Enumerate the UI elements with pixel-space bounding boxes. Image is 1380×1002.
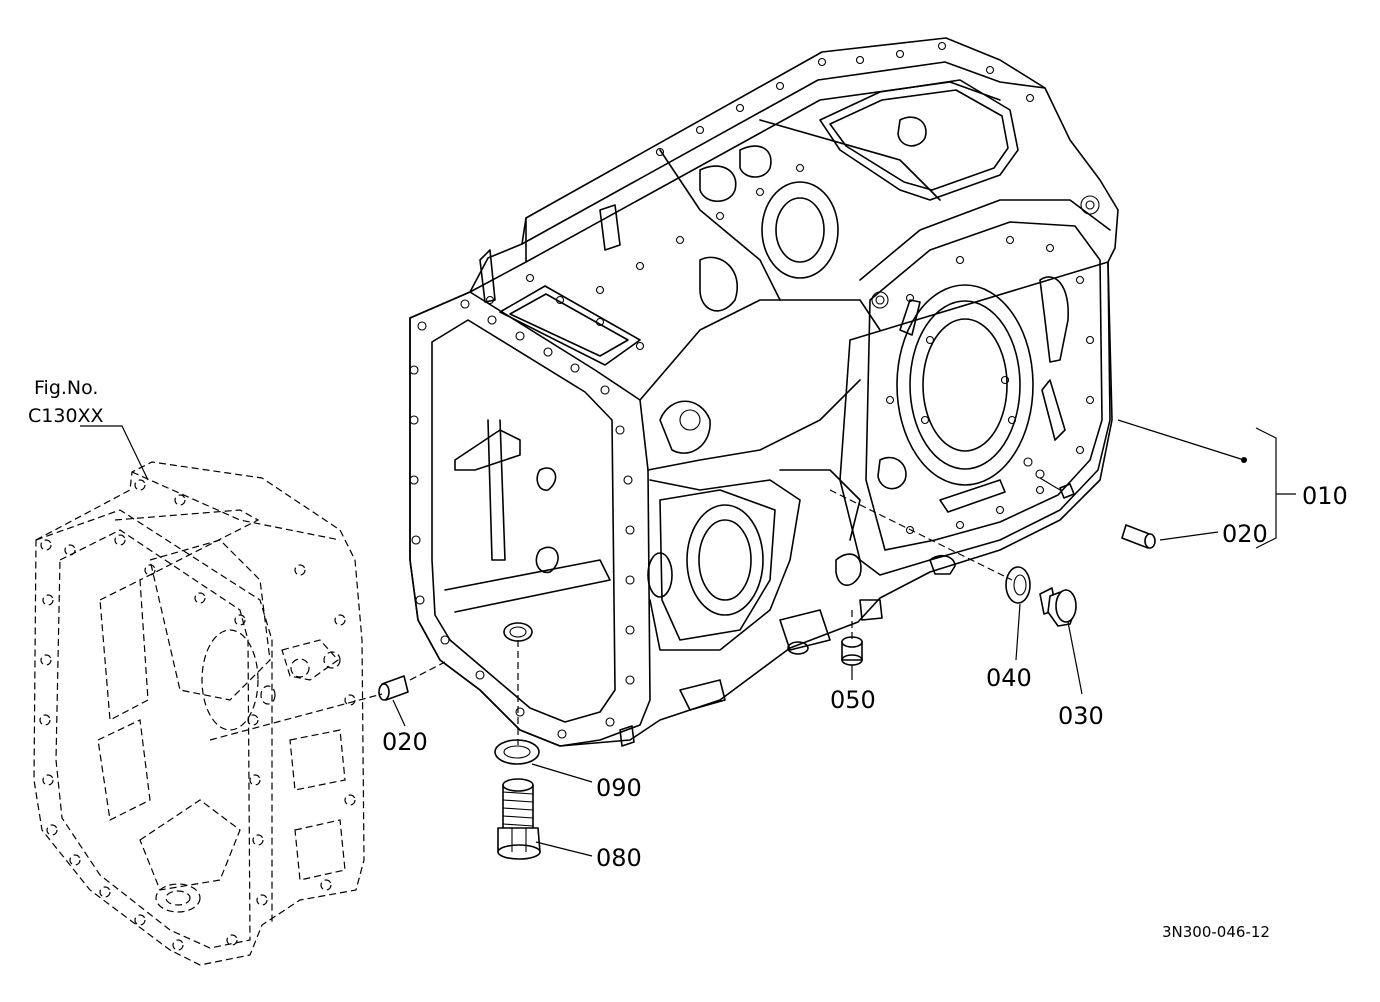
callout-080: 080 <box>596 844 642 872</box>
drain-bolt-080 <box>497 778 541 860</box>
gasket-040 <box>1005 566 1031 604</box>
plug-050 <box>841 636 863 666</box>
transmission-case <box>409 37 1119 747</box>
fig-label: Fig.No. <box>34 377 98 399</box>
callout-030: 030 <box>1058 702 1104 730</box>
callout-050: 050 <box>830 686 876 714</box>
dowel-pin-right <box>1121 524 1156 549</box>
dowel-pin-left <box>378 675 409 701</box>
callout-020-right: 020 <box>1222 520 1268 548</box>
plug-030 <box>1039 587 1077 627</box>
fig-number: C130XX <box>28 405 104 427</box>
callout-010: 010 <box>1302 482 1348 510</box>
callout-090: 090 <box>596 774 642 802</box>
drawing-code: 3N300-046-12 <box>1162 923 1270 941</box>
washer-090 <box>494 739 540 765</box>
adjacent-case-reference <box>33 461 365 966</box>
callout-040: 040 <box>986 664 1032 692</box>
leader-lines <box>80 419 1296 857</box>
callout-020-left: 020 <box>382 728 428 756</box>
